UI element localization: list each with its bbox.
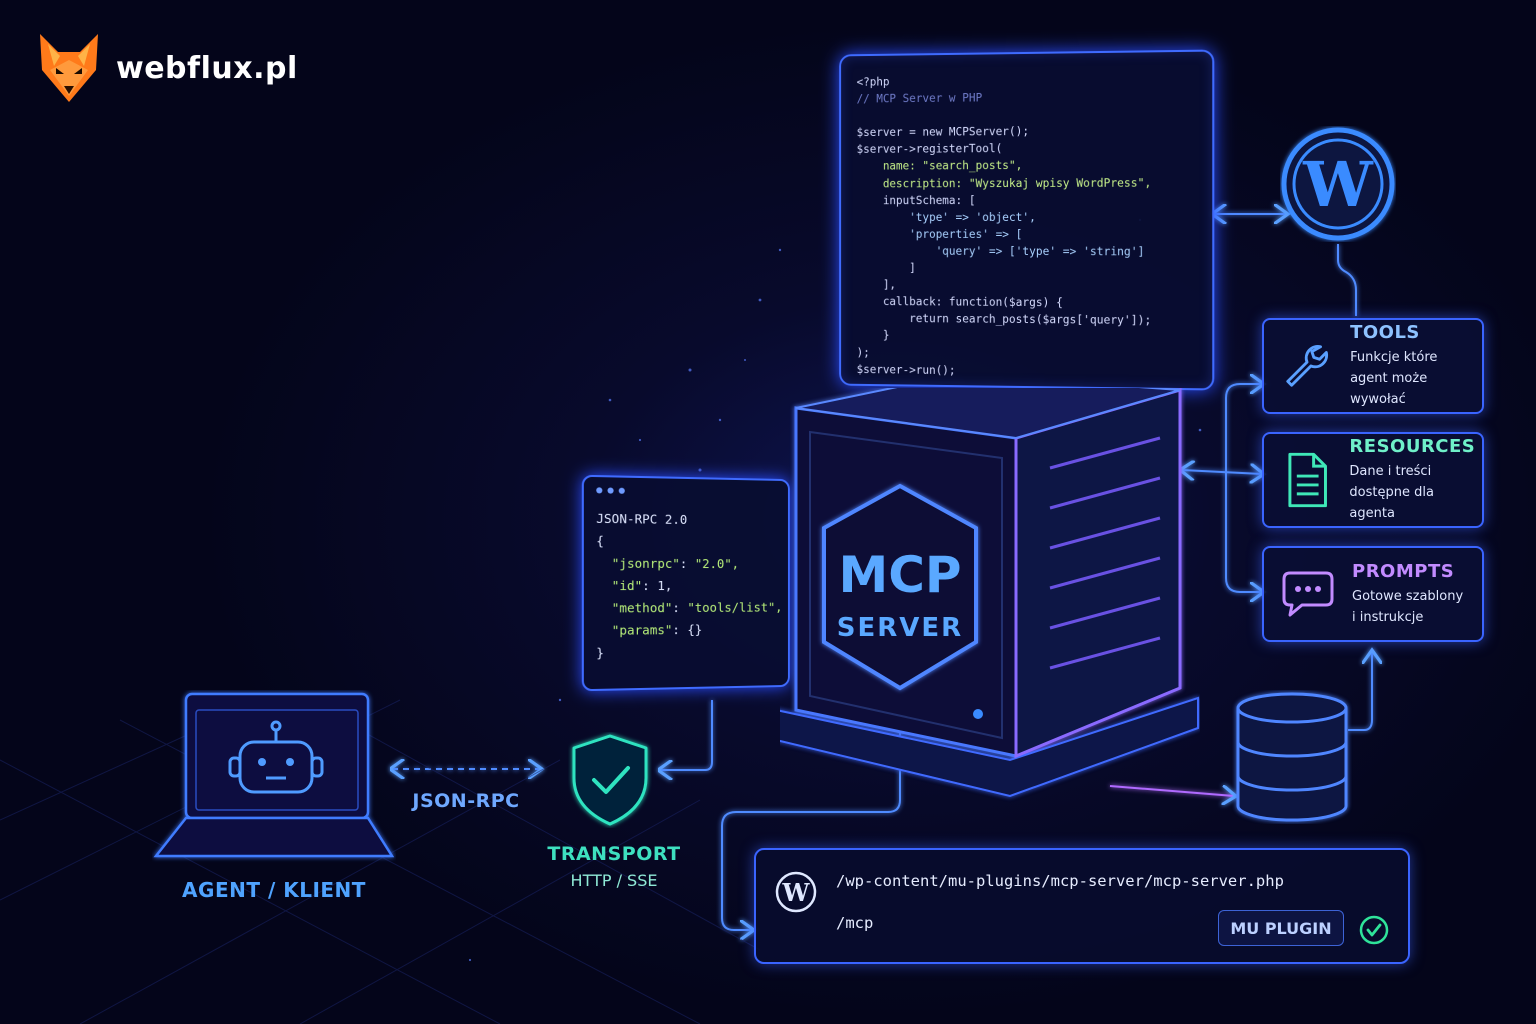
resources-card: RESOURCES Dane i treści dostępne dla agen… [1262,432,1484,528]
code-line: name: "search_posts", [856,159,1023,174]
json-value: "2.0", [694,556,739,572]
code-line: <?php [856,75,890,89]
fox-logo-icon [40,34,98,102]
document-icon [1288,452,1327,508]
prompts-card: PROMPTS Gotowe szablony i instrukcje [1262,546,1484,642]
brand: webflux.pl [36,30,298,106]
resources-desc-line1: Dane i treści [1349,464,1432,479]
prompts-title: PROMPTS [1352,560,1455,582]
agent-laptop-icon [153,692,395,858]
php-code: <?php // MCP Server w PHP $server = new … [857,70,1198,382]
code-line: ] [856,261,916,275]
chat-bubble-icon [1282,571,1334,617]
prompts-desc-line2: i instrukcje [1352,609,1424,625]
code-line: return search_posts($args['query']); [856,312,1152,328]
code-line: // MCP Server w PHP [856,91,983,106]
tools-desc-line1: Funkcje które [1350,350,1438,365]
wordpress-small-icon: W [775,871,817,913]
power-led [973,709,983,719]
json-rpc-code: JSON-RPC 2.0 { "jsonrpc": "2.0", "id": 1… [596,510,783,661]
mu-plugin-badge: MU PLUGIN [1218,910,1344,946]
json-rpc-panel: JSON-RPC 2.0 { "jsonrpc": "2.0", "id": 1… [581,474,790,692]
json-value: 1, [657,577,673,594]
json-rpc-link-label: JSON-RPC [412,790,520,812]
agent-label: AGENT / KLIENT [182,878,366,902]
json-open-brace: { [596,533,604,549]
transport-subtitle: HTTP / SSE [570,871,658,890]
check-circle-icon [1359,915,1389,945]
code-line: ); [856,345,870,359]
json-key: "jsonrpc" [611,555,680,571]
code-line: description: "Wyszukaj wpisy WordPress", [856,176,1152,190]
transport-json-link [660,700,713,770]
plugin-path: /wp-content/mu-plugins/mcp-server/mcp-se… [836,872,1284,890]
php-code-panel: <?php // MCP Server w PHP $server = new … [839,49,1215,391]
mcp-endpoint: /mcp [836,914,874,932]
tools-desc-line2: agent może wywołać [1350,371,1428,407]
wordpress-logo-icon: W [1281,127,1395,241]
database-icon [1236,692,1348,822]
robot-icon [228,720,324,794]
code-line: $server->registerTool( [856,142,1003,157]
server-title-line2: SERVER [837,613,963,643]
code-line: $server = new MCPServer(); [856,125,1030,140]
json-rpc-title: JSON-RPC 2.0 [596,510,688,527]
svg-text:W: W [1302,148,1374,221]
json-key: "id" [611,577,643,594]
code-line: 'properties' => [ [856,227,1023,241]
json-key: "params" [611,622,673,638]
code-line: $server->run(); [856,362,956,377]
brand-name: webflux.pl [116,50,298,86]
json-close-brace: } [596,645,604,661]
resources-desc-line2: dostępne dla agenta [1349,485,1434,521]
json-value: "tools/list", [687,599,783,616]
code-line: } [856,328,890,343]
mu-plugin-bar: W /wp-content/mu-plugins/mcp-server/mcp-… [754,848,1410,964]
code-line: callback: function($args) { [856,295,1063,310]
resources-title: RESOURCES [1349,436,1476,457]
json-value: {} [687,621,703,638]
svg-text:W: W [782,878,811,907]
transport-title: TRANSPORT [547,843,681,865]
code-line: inputSchema: [ [856,193,976,207]
mcp-server-cube: MCP SERVER [780,388,1199,798]
shield-check-icon [572,734,648,826]
window-dots [596,487,776,496]
prompts-desc-line1: Gotowe szablony [1352,588,1464,604]
tools-card: TOOLS Funkcje które agent może wywołać [1262,318,1484,414]
wrench-icon [1286,344,1329,387]
json-key: "method" [611,600,673,616]
tools-title: TOOLS [1350,322,1420,343]
wordpress-tools-link [1337,244,1357,316]
code-line: 'type' => 'object', [856,210,1036,224]
server-title-line1: MCP [838,546,961,604]
code-line: 'query' => ['type' => 'string'] [856,244,1145,259]
code-line: ], [856,278,897,292]
